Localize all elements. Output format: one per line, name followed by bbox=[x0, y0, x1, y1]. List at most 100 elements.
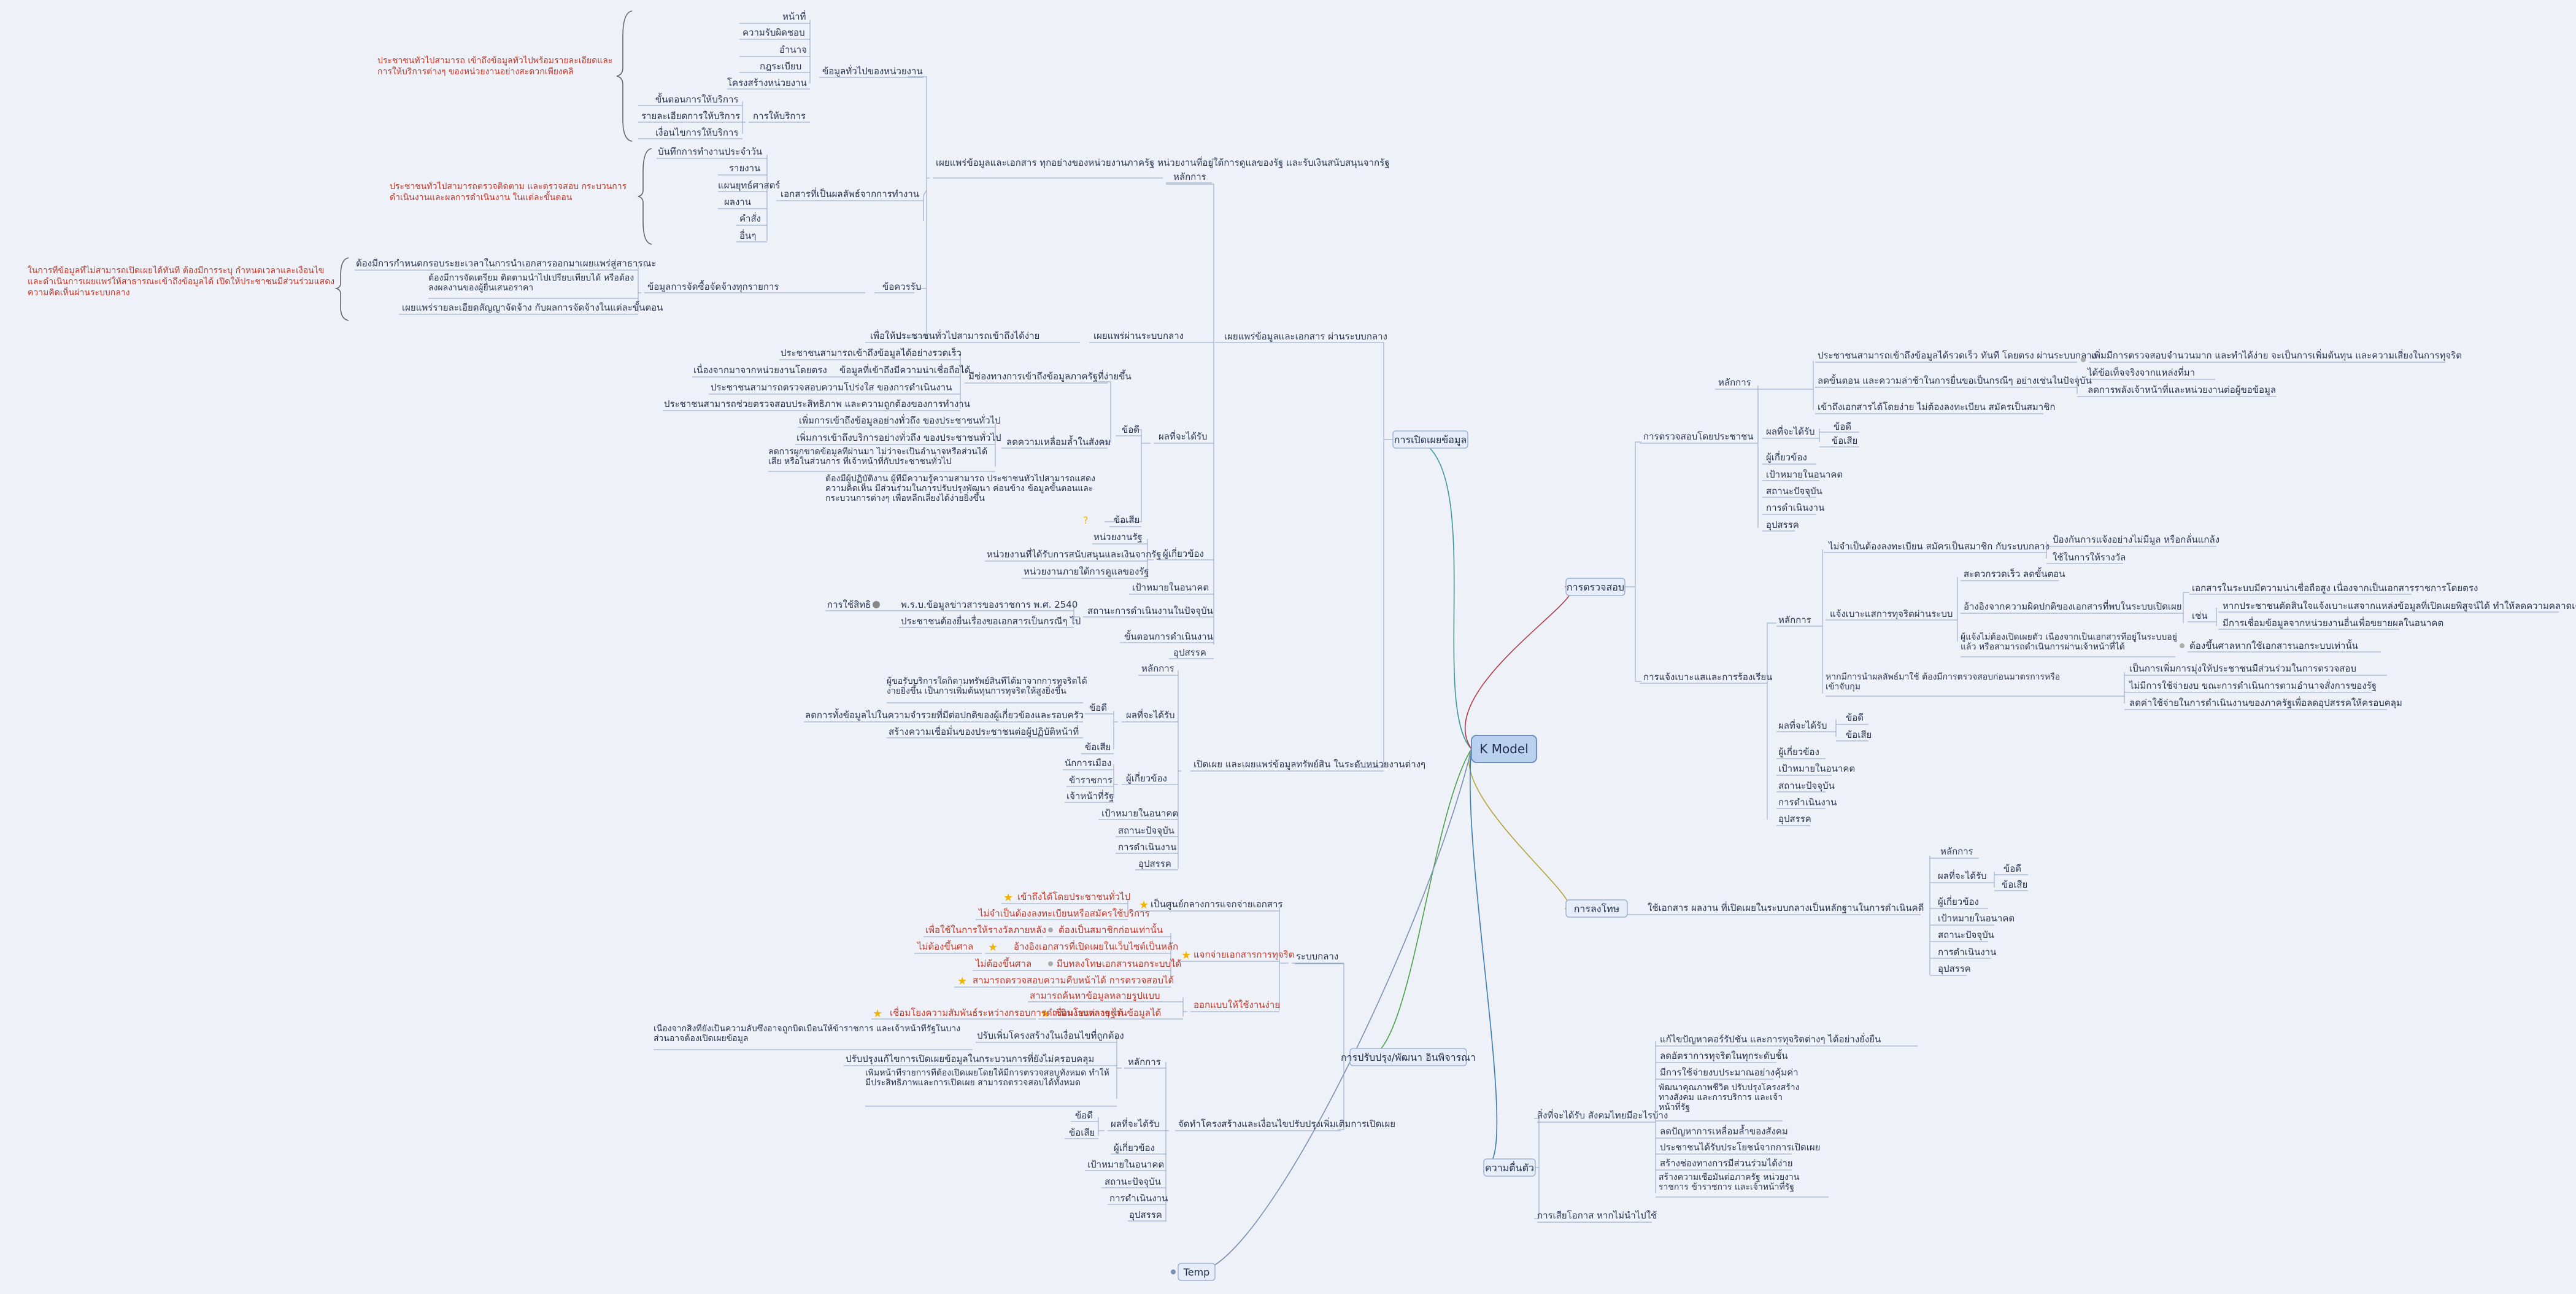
punish-item-6: อุปสรรค bbox=[1938, 963, 1971, 975]
reform-s2-left-1: ไม่ต้องขึ้นศาล bbox=[917, 940, 973, 952]
reform-rest-0: ผู้เกี่ยวข้อง bbox=[1114, 1141, 1155, 1153]
open2-pros-item-1: ลดการทั้งข้อมูลไปในความจำรวยที่มีต่อปกติ… bbox=[805, 708, 1084, 721]
c2-b-mid: เช่น bbox=[2192, 610, 2208, 621]
work-item-1: รายงาน bbox=[729, 163, 760, 174]
open2-pros-item-0: ผู้ขอรับบริการใดก็ตามทรัพย์สินที่ได้มาจา… bbox=[887, 676, 1087, 696]
node-awareness[interactable]: ความตื่นตัว bbox=[1483, 1158, 1536, 1177]
reform-s2-left-0: เพื่อใช้ในการให้รางวัลภายหลัง bbox=[925, 923, 1046, 936]
general-bracket bbox=[616, 10, 633, 142]
status-label: สถานะการดำเนินงานในปัจจุบัน bbox=[1087, 605, 1213, 617]
work-item-3: ผลงาน bbox=[724, 196, 751, 207]
c1-right-0: ป้องกันการแจ้งอย่างไม่มีมูล หรือกลั่นแกล… bbox=[2053, 533, 2219, 545]
steps-label: ขั้นตอนการดำเนินงาน bbox=[1124, 630, 1213, 642]
node-punish[interactable]: การลงโทษ bbox=[1565, 899, 1628, 918]
aw-item-4: ลดปัญหาการเหลื่อมล้ำของสังคม bbox=[1660, 1125, 1788, 1137]
star-icon-s3b: ★ bbox=[1040, 1007, 1050, 1020]
work-item-5: อื่นๆ bbox=[739, 229, 756, 241]
node-openness[interactable]: การเปิดเผยข้อมูล bbox=[1392, 430, 1468, 449]
c2: แจ้งเบาะแสการทุจริตผ่านระบบ bbox=[1830, 608, 1953, 620]
procure-item-0: ต้องมีการกำหนดกรอบระยะเวลาในการนำเอกสารอ… bbox=[356, 258, 656, 269]
general-item-2: อำนาจ bbox=[779, 44, 807, 55]
open2-rest-2: การดำเนินงาน bbox=[1118, 842, 1176, 853]
stake-item-1: หน่วยงานที่ได้รับการสนับสนุนและเงินจากรั… bbox=[987, 548, 1162, 560]
law-left: การใช้สิทธิ bbox=[827, 599, 871, 610]
impact-label: ผลที่จะได้รับ bbox=[1159, 430, 1208, 442]
c1: ไม่จำเป็นต้องลงทะเบียน สมัครเป็นสมาชิก ก… bbox=[1828, 540, 2050, 552]
mon-p1: ประชาชนสามารถเข้าถึงข้อมูลได้รวดเร็ว ทัน… bbox=[1818, 349, 2096, 361]
node-reform[interactable]: การปรับปรุง/พัฒนา อินพิจารณา bbox=[1341, 1048, 1476, 1066]
open2-rest-0: เป้าหมายในอนาคต bbox=[1101, 808, 1178, 819]
aw-item-7: สร้างความเชื่อมั่นต่อภาครัฐ หน่วยงานราชก… bbox=[1659, 1172, 1799, 1192]
node-temp[interactable]: Temp bbox=[1178, 1263, 1216, 1281]
reform-law-item-1: ปรับปรุงแก้ไขการเปิดเผยข้อมูลในกระบวนการ… bbox=[846, 1052, 1094, 1065]
link-dot-icon-2 bbox=[2180, 643, 2185, 648]
reform-s2-item-0: ต้องเป็นสมาชิกก่อนเท่านั้น bbox=[1059, 923, 1163, 936]
open2-pros-item-2: สร้างความเชื่อมั่นของประชาชนต่อผู้ปฏิบัต… bbox=[889, 725, 1079, 737]
stake-label: ผู้เกี่ยวข้อง bbox=[1163, 547, 1204, 559]
reform-law-item-2: เพิ่มหน้าที่รายการที่ต้องเปิดเผยโดยให้มี… bbox=[865, 1068, 1109, 1088]
stake-item-0: หน่วยงานรัฐ bbox=[1093, 532, 1143, 543]
reform-cons: ข้อเสีย bbox=[1069, 1127, 1095, 1138]
c-rest-1: เป้าหมายในอนาคต bbox=[1778, 763, 1855, 774]
punish-item-4: สถานะปัจจุบัน bbox=[1938, 929, 1994, 941]
open2-pros: ข้อดี bbox=[1089, 702, 1107, 713]
openness-main: เผยแพร่ข้อมูลและเอกสาร ผ่านระบบกลาง bbox=[1224, 331, 1387, 342]
pros-g1-left: เนื่องจากมาจากหน่วยงานโดยตรง bbox=[693, 363, 827, 376]
reform-rest-4: อุปสรรค bbox=[1129, 1209, 1162, 1221]
reform-s3-item-1: เชื่อมโยงหลายฐานข้อมูลได้ bbox=[1052, 1006, 1161, 1018]
mon-cons: ข้อเสีย bbox=[1832, 435, 1857, 446]
reform-s3-left: เชื่อมโยงความสัมพันธ์ระหว่างกรอบการดำเนิ… bbox=[890, 1006, 1123, 1018]
c-rest-0: ผู้เกี่ยวข้อง bbox=[1778, 745, 1819, 757]
pros-g2-item-1: เพิ่มการเข้าถึงบริการอย่างทั่วถึง ของประ… bbox=[796, 431, 1001, 443]
punish-item-3: เป้าหมายในอนาคต bbox=[1938, 913, 2015, 924]
work-bracket bbox=[638, 148, 652, 245]
open2-rest-3: อุปสรรค bbox=[1138, 858, 1171, 870]
svg-text:Temp: Temp bbox=[1183, 1266, 1210, 1278]
pros-g1-item-1: ข้อมูลที่เข้าถึงมีความน่าเชื่อถือได้ bbox=[839, 363, 970, 376]
general-info-label: ข้อมูลทั่วไปของหน่วยงาน bbox=[822, 64, 923, 77]
node-monitor[interactable]: การตรวจสอบ bbox=[1565, 578, 1625, 596]
central-label: เผยแพร่ผ่านระบบกลาง bbox=[1093, 330, 1184, 341]
work-item-0: บันทึกการทำงานประจำวัน bbox=[658, 146, 762, 157]
reform-central: ระบบกลาง bbox=[1296, 951, 1338, 962]
reform-s1: เป็นศูนย์กลางการแจกจ่ายเอกสาร bbox=[1151, 898, 1282, 910]
svg-text:การปรับปรุง/พัฒนา อินพิจารณา: การปรับปรุง/พัฒนา อินพิจารณา bbox=[1341, 1052, 1476, 1064]
open2-principle: หลักการ bbox=[1141, 663, 1174, 674]
reform-s2-item-3: สามารถตรวจสอบความคืบหน้าได้ การตรวจสอบได… bbox=[973, 975, 1174, 986]
reform-rest-3: การดำเนินงาน bbox=[1109, 1193, 1168, 1204]
complaint-label: การแจ้งเบาะแสและการร้องเรียน bbox=[1643, 672, 1772, 683]
awareness-risk: การเสียโอกาส หากไม่นำไปใช้ bbox=[1537, 1210, 1657, 1221]
star-icon-s3l: ★ bbox=[873, 1007, 882, 1020]
star-icon-s1a: ★ bbox=[1003, 891, 1013, 904]
c2-b: อ้างอิงจากความผิดปกติของเอกสารที่พบในระบ… bbox=[1964, 600, 2182, 612]
reform-law-item-0: ปรับเพิ่มโครงสร้างในเงื่อนไขที่ถูกต้อง bbox=[977, 1029, 1124, 1041]
general-item-4: โครงสร้างหน่วยงาน bbox=[727, 77, 807, 88]
c-rest-2: สถานะปัจจุบัน bbox=[1778, 780, 1835, 792]
work-note: ประชาชนทั่วไปสามารถตรวจติดตาม และตรวจสอบ… bbox=[390, 182, 627, 203]
link-dot-icon-3 bbox=[1048, 928, 1053, 932]
svg-text:การเปิดเผยข้อมูล: การเปิดเผยข้อมูล bbox=[1394, 434, 1467, 446]
service-label: การให้บริการ bbox=[753, 110, 806, 122]
collapse-dot-icon[interactable] bbox=[1171, 1269, 1176, 1274]
reform-s3: ออกแบบให้ใช้งานง่าย bbox=[1194, 999, 1280, 1010]
punish-item-5: การดำเนินงาน bbox=[1938, 947, 1996, 958]
open2-stake-0: นักการเมือง bbox=[1065, 757, 1111, 769]
root-node[interactable]: K Model bbox=[1471, 735, 1537, 763]
mon-rest-4: อุปสรรค bbox=[1766, 519, 1799, 531]
reform-s2-item-2: มีบทลงโทษเอกสารนอกระบบได้ bbox=[1057, 958, 1181, 969]
by-people-label: การตรวจสอบโดยประชาชน bbox=[1643, 431, 1754, 442]
svg-text:การตรวจสอบ: การตรวจสอบ bbox=[1567, 581, 1624, 593]
question-icon: ? bbox=[1083, 514, 1089, 526]
reform-pros: ข้อดี bbox=[1075, 1110, 1093, 1121]
info-icon bbox=[873, 601, 880, 608]
central-note: เพื่อให้ประชาชนทั่วไปสามารถเข้าถึงได้ง่า… bbox=[870, 329, 1039, 341]
c-impact: ผลที่จะได้รับ bbox=[1778, 719, 1827, 731]
c2-c: ผู้แจ้งไม่ต้องเปิดเผยตัว เนื่องจากเป็นเอ… bbox=[1961, 632, 2177, 652]
cons-label: ข้อเสีย bbox=[1114, 514, 1140, 525]
mon-impact: ผลที่จะได้รับ bbox=[1766, 425, 1815, 437]
open2-rest-1: สถานะปัจจุบัน bbox=[1118, 825, 1174, 837]
law-note: ประชาชนต้องยื่นเรื่องขอเอกสารเป็นกรณีๆ ไ… bbox=[901, 614, 1081, 627]
open2-stake-1: ข้าราชการ bbox=[1069, 775, 1113, 786]
pros-g2-item-0: เพิ่มการเข้าถึงข้อมูลอย่างทั่วถึง ของประ… bbox=[799, 414, 1001, 426]
c2-a: สะดวกรวดเร็ว ลดขั้นตอน bbox=[1964, 567, 2065, 579]
